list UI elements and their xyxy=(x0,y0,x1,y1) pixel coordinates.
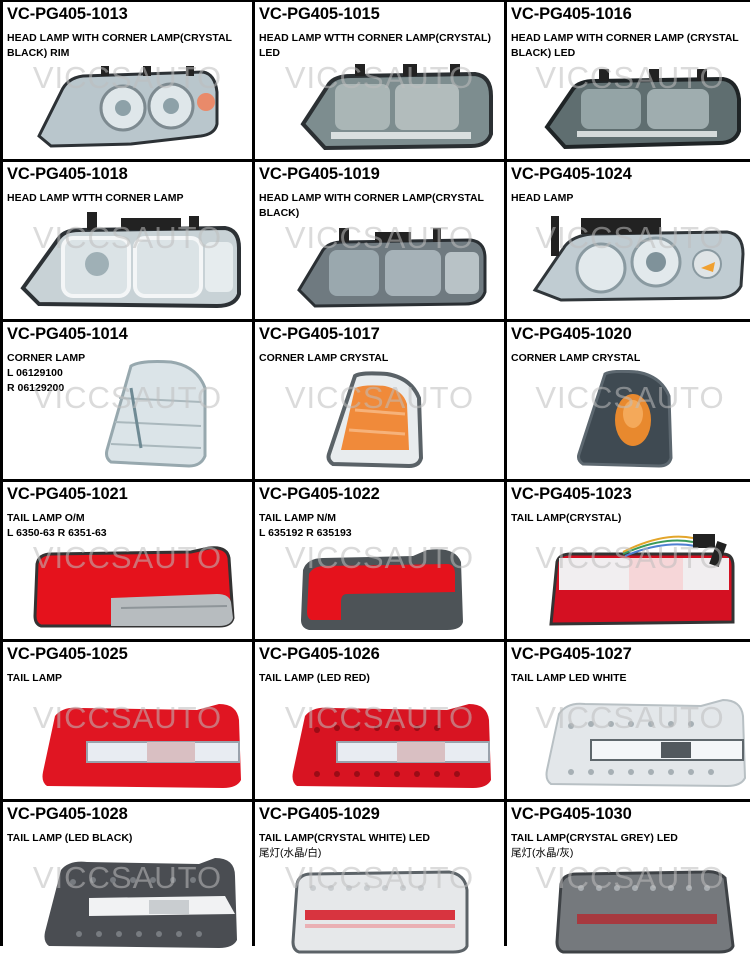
product-code: VC-PG405-1028 xyxy=(7,805,128,823)
product-description-chinese: 尾灯(水晶/灰) xyxy=(511,847,574,859)
product-description: CORNER LAMP CRYSTAL xyxy=(511,352,641,364)
headlamp-image xyxy=(521,212,746,312)
corner-lamp-image xyxy=(101,358,211,470)
product-code: VC-PG405-1020 xyxy=(511,325,632,343)
product-card[interactable]: VC-PG405-1022 TAIL LAMP N/M L 635192 R 6… xyxy=(255,482,504,639)
product-description-chinese: 尾灯(水晶/白) xyxy=(259,847,322,859)
product-code: VC-PG405-1018 xyxy=(7,165,128,183)
tail-lamp-image xyxy=(31,544,236,630)
product-card[interactable]: VC-PG405-1013 HEAD LAMP WITH CORNER LAMP… xyxy=(3,2,252,159)
product-description: TAIL LAMP (LED RED) xyxy=(259,672,370,684)
product-card[interactable]: VC-PG405-1029 TAIL LAMP(CRYSTAL WHITE) L… xyxy=(255,802,504,957)
headlamp-image xyxy=(293,226,488,314)
product-code: VC-PG405-1025 xyxy=(7,645,128,663)
product-description: TAIL LAMP(CRYSTAL) xyxy=(511,512,622,524)
product-description: TAIL LAMP(CRYSTAL WHITE) LED xyxy=(259,832,430,844)
product-card[interactable]: VC-PG405-1024 HEAD LAMP VICCSAUTO xyxy=(507,162,750,319)
product-description: CORNER LAMP CRYSTAL xyxy=(259,352,389,364)
product-description: HEAD LAMP xyxy=(511,192,574,204)
product-card[interactable]: VC-PG405-1019 HEAD LAMP WITH CORNER LAMP… xyxy=(255,162,504,319)
product-description: HEAD LAMP WTTH CORNER LAMP(CRYSTAL) LED xyxy=(259,32,491,59)
product-code: VC-PG405-1030 xyxy=(511,805,632,823)
product-code: VC-PG405-1022 xyxy=(259,485,380,503)
product-description: HEAD LAMP WITH CORNER LAMP(CRYSTAL BLACK… xyxy=(7,32,232,59)
headlamp-image xyxy=(31,64,221,152)
product-description: TAIL LAMP N/M L 635192 R 635193 xyxy=(259,512,352,539)
tail-lamp-image xyxy=(553,866,738,954)
product-code: VC-PG405-1014 xyxy=(7,325,128,343)
product-description: CORNER LAMP L 06129100 R 06129200 xyxy=(7,352,86,394)
product-card[interactable]: VC-PG405-1027 TAIL LAMP LED WHITE VICCSA… xyxy=(507,642,750,799)
product-card[interactable]: VC-PG405-1021 TAIL LAMP O/M L 6350-63 R … xyxy=(3,482,252,639)
product-card[interactable]: VC-PG405-1025 TAIL LAMP VICCSAUTO xyxy=(3,642,252,799)
corner-lamp-image xyxy=(325,370,425,472)
product-card[interactable]: VC-PG405-1018 HEAD LAMP WTTH CORNER LAMP… xyxy=(3,162,252,319)
product-code: VC-PG405-1024 xyxy=(511,165,632,183)
product-code: VC-PG405-1013 xyxy=(7,5,128,23)
headlamp-image xyxy=(537,67,742,155)
tail-lamp-image xyxy=(541,692,746,792)
tail-lamp-image xyxy=(287,694,492,794)
product-code: VC-PG405-1017 xyxy=(259,325,380,343)
product-code: VC-PG405-1026 xyxy=(259,645,380,663)
product-description: TAIL LAMP xyxy=(7,672,63,684)
product-card[interactable]: VC-PG405-1026 TAIL LAMP (LED RED) VICCSA… xyxy=(255,642,504,799)
headlamp-image xyxy=(17,208,242,314)
product-code: VC-PG405-1021 xyxy=(7,485,128,503)
product-card[interactable]: VC-PG405-1023 TAIL LAMP(CRYSTAL) VICCSAU… xyxy=(507,482,750,639)
tail-lamp-image xyxy=(39,850,239,952)
product-card[interactable]: VC-PG405-1028 TAIL LAMP (LED BLACK) VICC… xyxy=(3,802,252,957)
product-code: VC-PG405-1023 xyxy=(511,485,632,503)
product-code: VC-PG405-1029 xyxy=(259,805,380,823)
product-card[interactable]: VC-PG405-1020 CORNER LAMP CRYSTAL VICCSA… xyxy=(507,322,750,479)
product-description: TAIL LAMP LED WHITE xyxy=(511,672,627,684)
product-code: VC-PG405-1027 xyxy=(511,645,632,663)
product-card[interactable]: VC-PG405-1014 CORNER LAMP L 06129100 R 0… xyxy=(3,322,252,479)
product-card[interactable]: VC-PG405-1030 TAIL LAMP(CRYSTAL GREY) LE… xyxy=(507,802,750,957)
product-card[interactable]: VC-PG405-1015 HEAD LAMP WTTH CORNER LAMP… xyxy=(255,2,504,159)
tail-lamp-image xyxy=(289,866,469,954)
product-description: TAIL LAMP (LED BLACK) xyxy=(7,832,133,844)
product-description: HEAD LAMP WTTH CORNER LAMP xyxy=(7,192,184,204)
product-description: HEAD LAMP WITH CORNER LAMP (CRYSTAL BLAC… xyxy=(511,32,739,59)
tail-lamp-image xyxy=(297,546,467,632)
product-card[interactable]: VC-PG405-1017 CORNER LAMP CRYSTAL VICCSA… xyxy=(255,322,504,479)
tail-lamp-image xyxy=(543,532,743,632)
product-description: TAIL LAMP O/M L 6350-63 R 6351-63 xyxy=(7,512,107,539)
product-card[interactable]: VC-PG405-1016 HEAD LAMP WITH CORNER LAMP… xyxy=(507,2,750,159)
product-description: HEAD LAMP WITH CORNER LAMP(CRYSTAL BLACK… xyxy=(259,192,484,219)
headlamp-image xyxy=(295,62,495,157)
product-description: TAIL LAMP(CRYSTAL GREY) LED xyxy=(511,832,678,844)
product-code: VC-PG405-1015 xyxy=(259,5,380,23)
corner-lamp-image xyxy=(575,370,675,472)
tail-lamp-image xyxy=(37,694,242,794)
product-code: VC-PG405-1019 xyxy=(259,165,380,183)
product-code: VC-PG405-1016 xyxy=(511,5,632,23)
